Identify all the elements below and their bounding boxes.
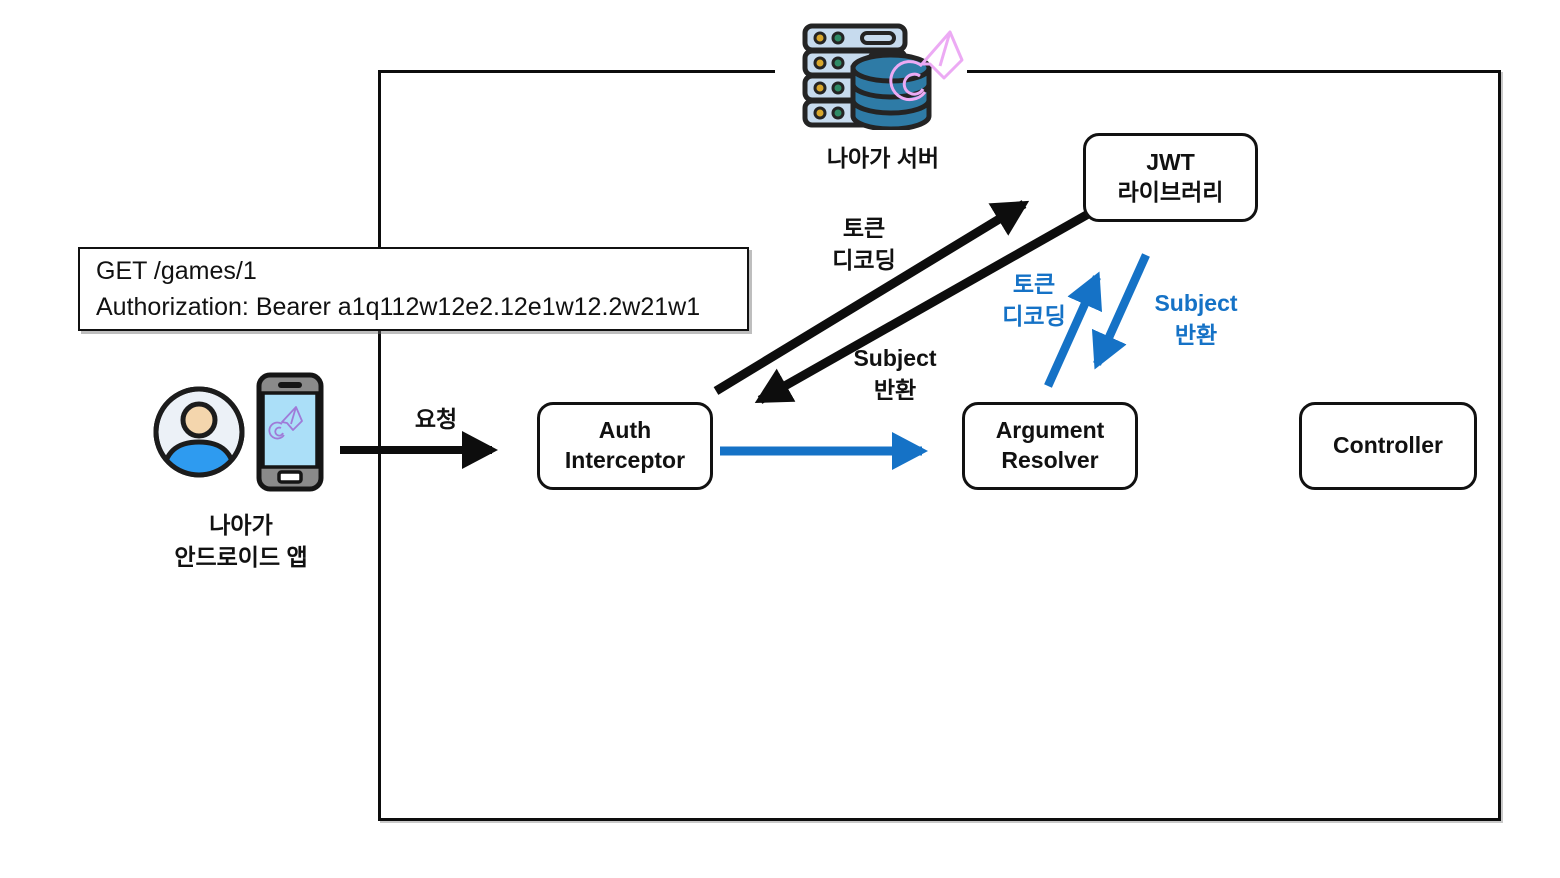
phone-screen [261, 391, 319, 469]
smartphone-wrap [256, 372, 324, 492]
subject-return-arrow-blue [1091, 253, 1150, 370]
server-icon-group [775, 12, 967, 136]
argument-resolver-node: Argument Resolver [962, 402, 1138, 490]
naaga-paper-plane-logo [889, 30, 964, 102]
token-decode-arrow-blue [1044, 271, 1103, 388]
server-label: 나아가 서버 [826, 144, 940, 171]
naaga-logo-wrap [888, 26, 966, 118]
token-decode-arrow-black [713, 200, 1030, 395]
request-line-authorization: Authorization: Bearer a1q112w12e2.12e1w1… [96, 293, 701, 321]
phone-speaker [278, 382, 302, 388]
request-arrow-label: 요청 [414, 405, 458, 432]
phone-home-button [277, 470, 303, 484]
request-line-method: GET /games/1 [96, 256, 257, 285]
auth-interceptor-node: Auth Interceptor [537, 402, 713, 490]
user-avatar-wrap [151, 384, 247, 480]
smartphone-icon [256, 372, 324, 492]
token-decode-label-blue: 토큰 디코딩 [1002, 270, 1066, 329]
user-avatar-icon [153, 386, 245, 478]
subject-return-label-blue: Subject 반환 [1154, 289, 1238, 348]
phone-screen-logo [268, 406, 303, 440]
subject-return-arrow-black [754, 209, 1093, 404]
controller-node: Controller [1299, 402, 1477, 490]
subject-return-label-black: Subject 반환 [853, 344, 937, 403]
request-info-box: GET /games/1 Authorization: Bearer a1q11… [78, 247, 749, 331]
server-database-icon [802, 23, 932, 130]
token-decode-label-black: 토큰 디코딩 [832, 214, 896, 273]
jwt-library-node: JWT 라이브러리 [1083, 133, 1258, 222]
client-label: 나아가 안드로이드 앱 [174, 511, 308, 570]
rack-pill [860, 31, 896, 45]
